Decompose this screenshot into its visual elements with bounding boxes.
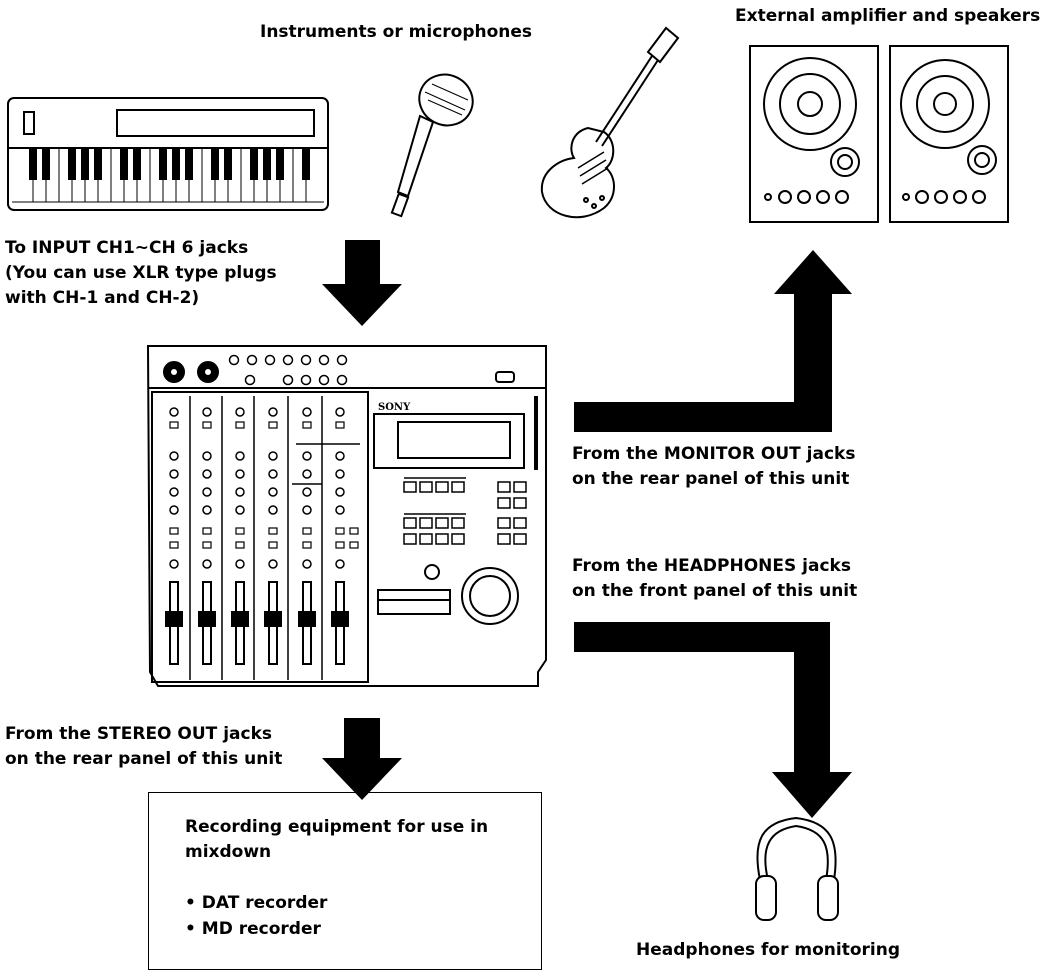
- recording-equipment-title: Recording equipment for use in mixdown: [185, 817, 489, 862]
- arrow-to-headphones: [574, 622, 852, 818]
- monitor-out-label: From the MONITOR OUT jacks on the rear p…: [572, 444, 856, 489]
- headphones-monitoring-label: Headphones for monitoring: [636, 940, 901, 960]
- arrow-to-input: [322, 240, 402, 326]
- instruments-label: Instruments or microphones: [260, 22, 533, 42]
- mixer-brand-text: SONY: [378, 402, 411, 413]
- list-item-dat: DAT recorder: [185, 890, 328, 916]
- arrow-to-speakers: [574, 250, 852, 432]
- stereo-out-label: From the STEREO OUT jacks on the rear pa…: [5, 724, 283, 769]
- recording-equipment-list: DAT recorder MD recorder: [185, 890, 328, 942]
- speaker-left-icon: [749, 45, 879, 223]
- guitar-icon: [540, 26, 680, 219]
- speaker-right-icon: [889, 45, 1009, 223]
- headphones-jacks-label: From the HEADPHONES jacks on the front p…: [572, 556, 858, 601]
- input-jacks-label: To INPUT CH1~CH 6 jacks (You can use XLR…: [5, 238, 277, 308]
- microphone-icon: [390, 73, 474, 218]
- arrow-to-recording: [322, 718, 402, 800]
- recording-equipment-box: Recording equipment for use in mixdown D…: [148, 792, 542, 970]
- list-item-md: MD recorder: [185, 916, 327, 942]
- keyboard-icon: [7, 97, 329, 211]
- amplifier-label: External amplifier and speakers: [735, 6, 1041, 26]
- headphones-icon: [755, 816, 839, 921]
- mixer-unit-icon: SONY: [146, 345, 547, 687]
